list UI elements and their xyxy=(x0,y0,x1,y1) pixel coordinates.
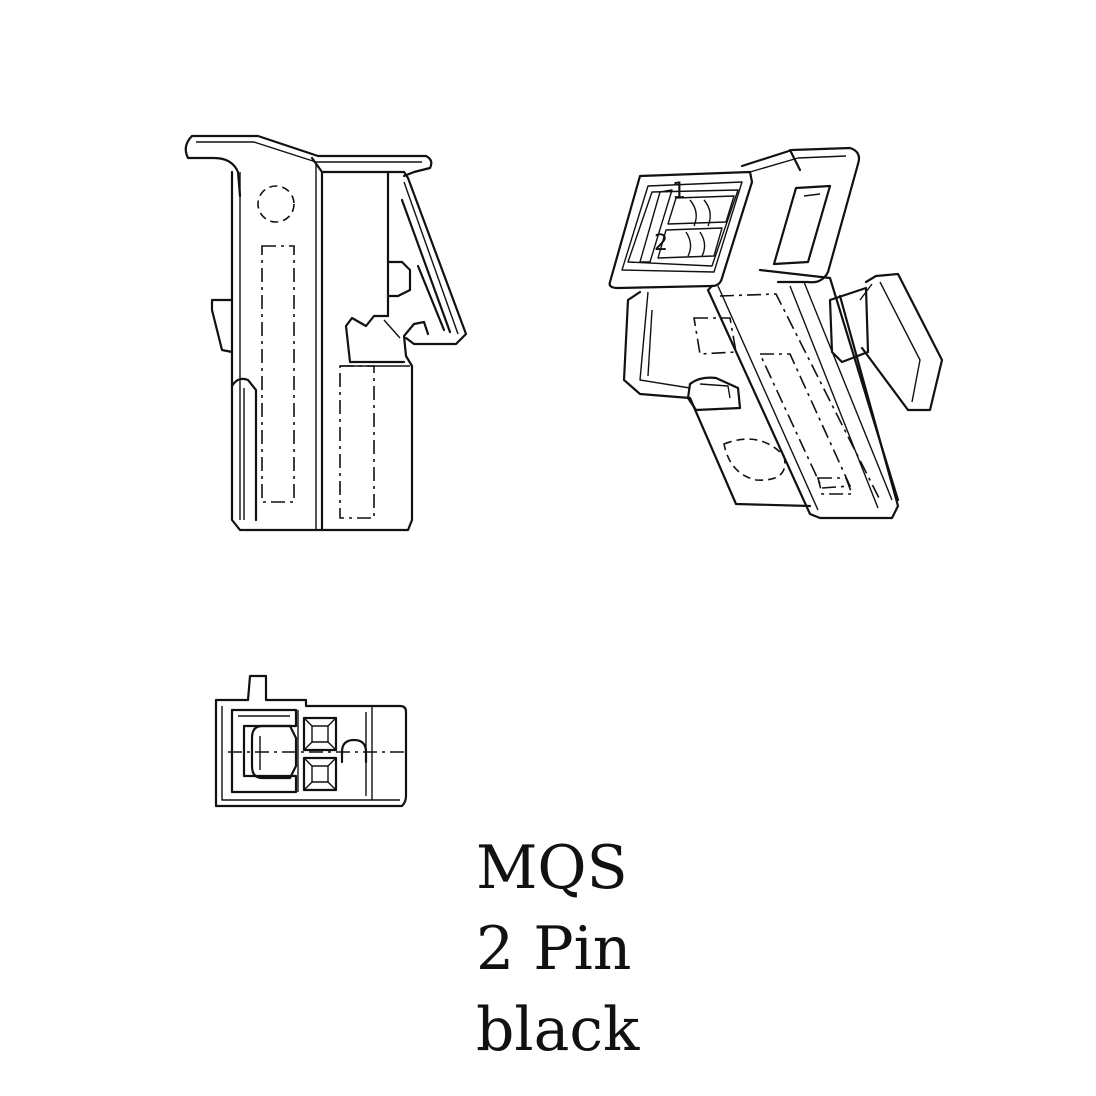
pin-count: 2 Pin xyxy=(476,914,632,984)
caption: MQS 2 Pin black xyxy=(476,828,639,1071)
front-view xyxy=(214,674,408,808)
side-view xyxy=(184,134,468,532)
pin-label-1: 1 xyxy=(672,179,686,204)
pin-label-2: 2 xyxy=(654,231,668,256)
connector-series: MQS xyxy=(476,833,628,903)
isometric-view: 1 2 xyxy=(608,146,944,520)
color-label: black xyxy=(476,995,640,1065)
